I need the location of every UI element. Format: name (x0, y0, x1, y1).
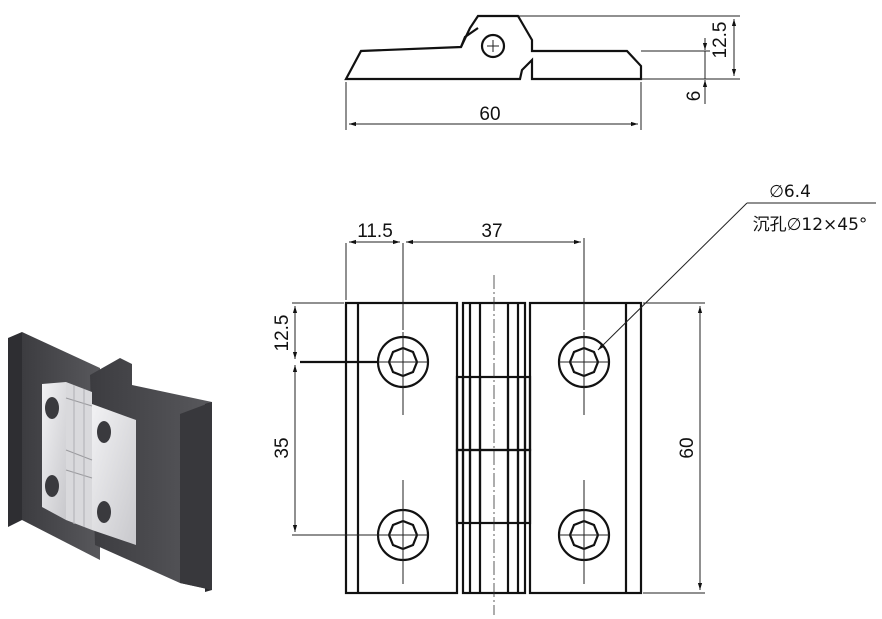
hinge-3d-render (8, 332, 212, 592)
hole-top-right (557, 332, 611, 415)
front-view: 11.5 37 12.5 35 60 ∅6.4 沉孔∅12×45° (272, 182, 876, 615)
dim-overall-height: 60 (677, 437, 698, 458)
dim-edge-to-hole: 11.5 (357, 221, 393, 242)
dim-top-height: 12.5 (710, 22, 731, 59)
dim-hole-spacing-h: 37 (481, 221, 502, 242)
knuckle (455, 301, 532, 595)
callout-leader (597, 202, 748, 351)
top-view-knuckle-line (459, 27, 479, 48)
top-view-pin (480, 33, 506, 59)
hole-bottom-left (376, 480, 430, 584)
dim-top-length: 60 (479, 104, 500, 125)
dim-top-to-hole: 12.5 (272, 315, 293, 352)
top-view: 60 12.5 6 (344, 14, 740, 130)
hole-top-left (376, 332, 430, 415)
callout-hole-diameter: ∅6.4 (769, 182, 811, 202)
hole-bottom-right (557, 480, 611, 584)
dim-hole-spacing-v: 35 (272, 437, 293, 458)
dim-thickness: 6 (684, 91, 705, 102)
callout-countersink: 沉孔∅12×45° (753, 215, 868, 235)
